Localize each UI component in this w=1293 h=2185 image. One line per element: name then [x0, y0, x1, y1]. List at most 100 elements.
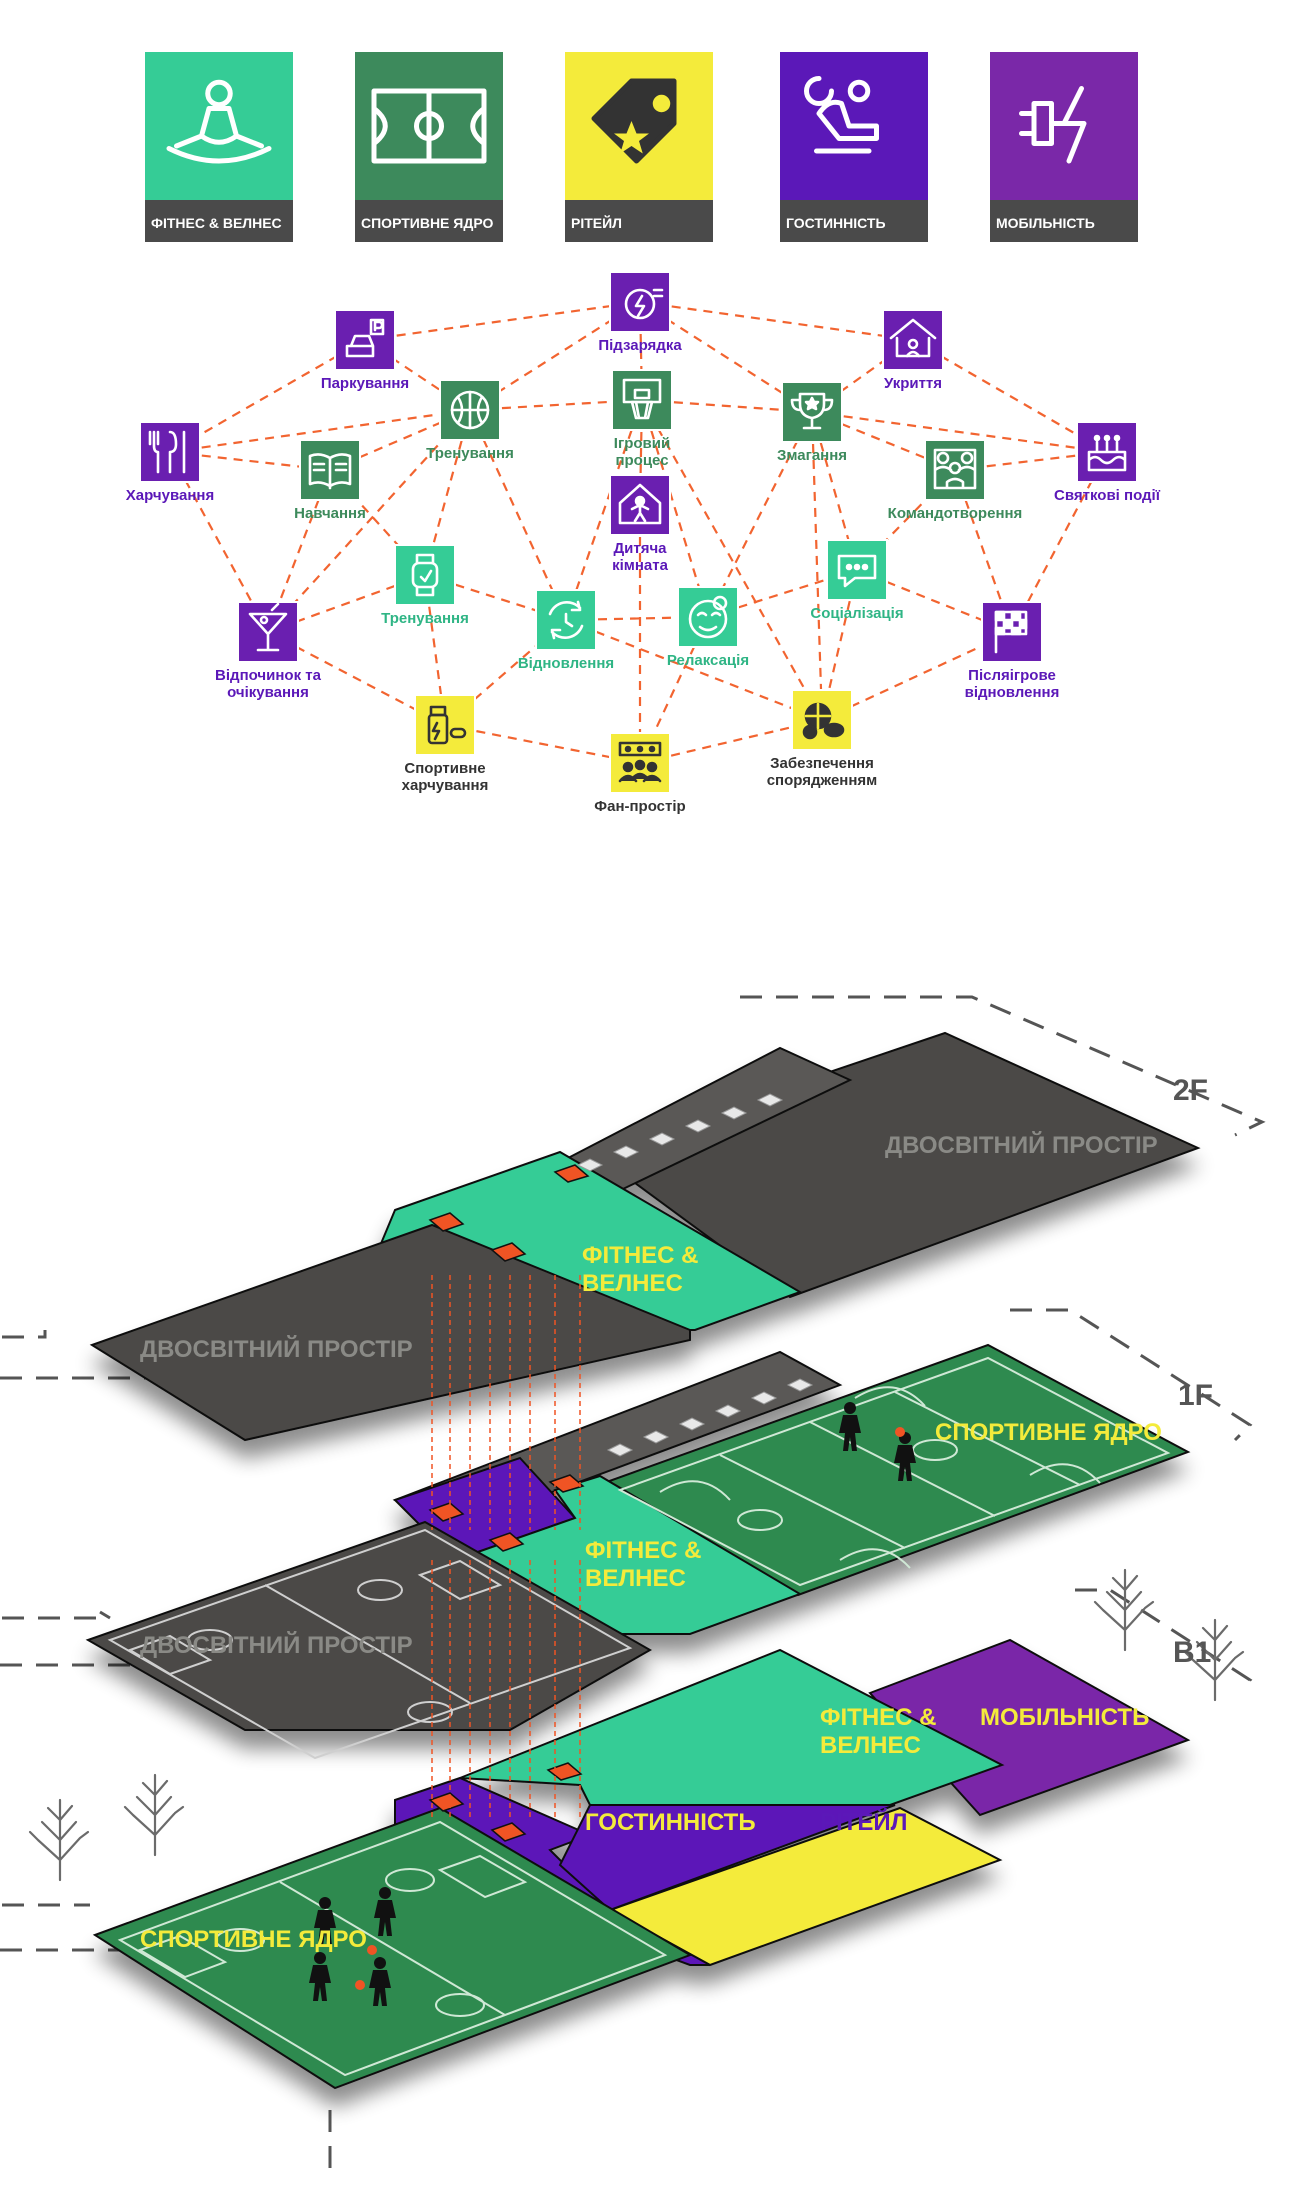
category-tile-bg [145, 52, 293, 200]
player-silhouettes [309, 1402, 916, 2006]
cutlery-icon [148, 430, 186, 474]
vertical-connectors-lower [431, 1560, 581, 1820]
network-node-label: Навчання [294, 505, 366, 522]
network-node-recovery: Відновлення [518, 589, 614, 672]
category-tile-label: МОБІЛЬНІСТЬ [996, 215, 1095, 231]
network-node-study: Навчання [294, 439, 366, 522]
network-node-label: Релаксація [667, 652, 749, 669]
network-edge [468, 409, 568, 621]
network-edge [364, 300, 641, 342]
network-node-label: Фан-простір [594, 798, 685, 815]
network-node-compete: Змагання [777, 381, 847, 464]
category-tile-bar [145, 200, 293, 242]
network-node-label-line: Командотворення [888, 505, 1023, 522]
network-edge [423, 409, 472, 576]
network-node-label-line: Змагання [777, 447, 847, 464]
recovery-icon [548, 600, 584, 640]
network-node-label-line: Навчання [294, 505, 366, 522]
kids-room-icon [618, 483, 662, 525]
zone-label-1f-sport-core: СПОРТИВНЕ ЯДРО [935, 1419, 1162, 1446]
skylights-2f [576, 1093, 784, 1172]
network-edge [169, 408, 471, 454]
network-node-label-line: Відновлення [518, 655, 614, 672]
network-edge [810, 411, 824, 721]
floor-label-2f: 2F [1173, 1074, 1208, 1107]
field-lines-1f [107, 1528, 633, 1760]
network-edge [856, 568, 1013, 634]
network-node-party: Святкові події [1054, 421, 1161, 504]
network-edge [821, 631, 1013, 721]
zone-label-b1-retail: РІТЕЙЛ [820, 1808, 907, 1836]
floor-stack: 2F 1F B1 ДВОСВІТНИЙ ПРОСТІР ДВОСВІТНИЙ П… [0, 995, 1266, 2170]
category-tile-label: ФІТНЕС & ВЕЛНЕС [151, 215, 282, 231]
zone-label-2f-double-height-left: ДВОСВІТНИЙ ПРОСТІР [140, 1335, 413, 1363]
skylight [684, 1119, 712, 1133]
network-edge [267, 409, 471, 633]
zone-label-1f-fitness-line2: ВЕЛНЕС [585, 1565, 686, 1592]
network-node-label-line: Соціалізація [810, 605, 903, 622]
network-edge [811, 410, 1108, 454]
zone-label-1f-fitness-line1: ФІТНЕС & [585, 1537, 701, 1564]
network-node-label-line: відновлення [965, 684, 1060, 701]
network-node-train1: Тренування [426, 379, 514, 462]
core-markers-1f [428, 1474, 585, 1552]
network-node-social: Соціалізація [810, 539, 904, 622]
network-node-label-line: очікування [227, 684, 309, 701]
zone-label-2f-fitness: ФІТНЕС & ВЕЛНЕС [582, 1242, 705, 1297]
network-node-label-line: Післяігрове [968, 667, 1056, 684]
network-edge [707, 411, 813, 618]
category-tile-bg [990, 52, 1138, 200]
skylight [576, 1158, 604, 1172]
armchair-icon [804, 76, 879, 154]
network-node-label: Командотворення [888, 505, 1023, 522]
zone-label-b1-sport-core: СПОРТИВНЕ ЯДРО [140, 1926, 367, 1953]
network-node-box [237, 601, 299, 663]
fans-icon [618, 741, 662, 783]
network-node-label: Укриття [884, 375, 942, 392]
network-node-label-line: кімната [612, 557, 669, 574]
vertical-connectors-upper [431, 1275, 581, 1530]
network-node-box [334, 309, 396, 371]
network-node-label: Відновлення [518, 655, 614, 672]
network-node-label: Підзарядка [598, 337, 682, 354]
network-node-relax: Релаксація [667, 586, 749, 669]
network-node-label-line: Відпочинок та [215, 667, 322, 684]
network-edge [444, 723, 641, 765]
finish-flag-icon [994, 610, 1028, 654]
floor-label-b1: B1 [1173, 1636, 1211, 1669]
network-node-box [781, 381, 843, 443]
category-tile-sport: СПОРТИВНЕ ЯДРО [355, 52, 503, 242]
charging-icon [624, 288, 664, 320]
zone-label-2f-double-height-right: ДВОСВІТНИЙ ПРОСТІР [885, 1131, 1158, 1159]
sport-balls-icon [802, 702, 845, 740]
network-node-label-line: Спортивне [404, 760, 485, 777]
chat-icon [837, 554, 877, 588]
network-node-label-line: Релаксація [667, 652, 749, 669]
core-markers-b1 [428, 1762, 583, 1842]
skylight [648, 1132, 676, 1146]
skylights-1f [606, 1378, 814, 1457]
network-node-label-line: харчування [402, 777, 489, 794]
network-node-label: Харчування [126, 487, 214, 504]
ball-icons [355, 1427, 905, 1990]
zone-label-b1-mobility: МОБІЛЬНІСТЬ [980, 1704, 1149, 1731]
network-node-label-line: Підзарядка [598, 337, 682, 354]
meditation-icon [166, 79, 272, 164]
field-lines-b1 [117, 1820, 668, 2077]
zone-label-b1-hospitality: ГОСТИННІСТЬ [585, 1809, 756, 1836]
network-node-train2: Тренування [381, 544, 469, 627]
zone-label-1f-fitness: ФІТНЕС & ВЕЛНЕС [585, 1537, 708, 1592]
network-edge [640, 399, 710, 618]
network-node-label-line: Святкові події [1054, 487, 1161, 504]
network-node-label: Соціалізація [810, 605, 903, 622]
network-node-label-line: Забезпечення [770, 755, 874, 772]
network-node-fan: Фан-простір [594, 732, 686, 815]
trophy-icon [790, 392, 834, 430]
